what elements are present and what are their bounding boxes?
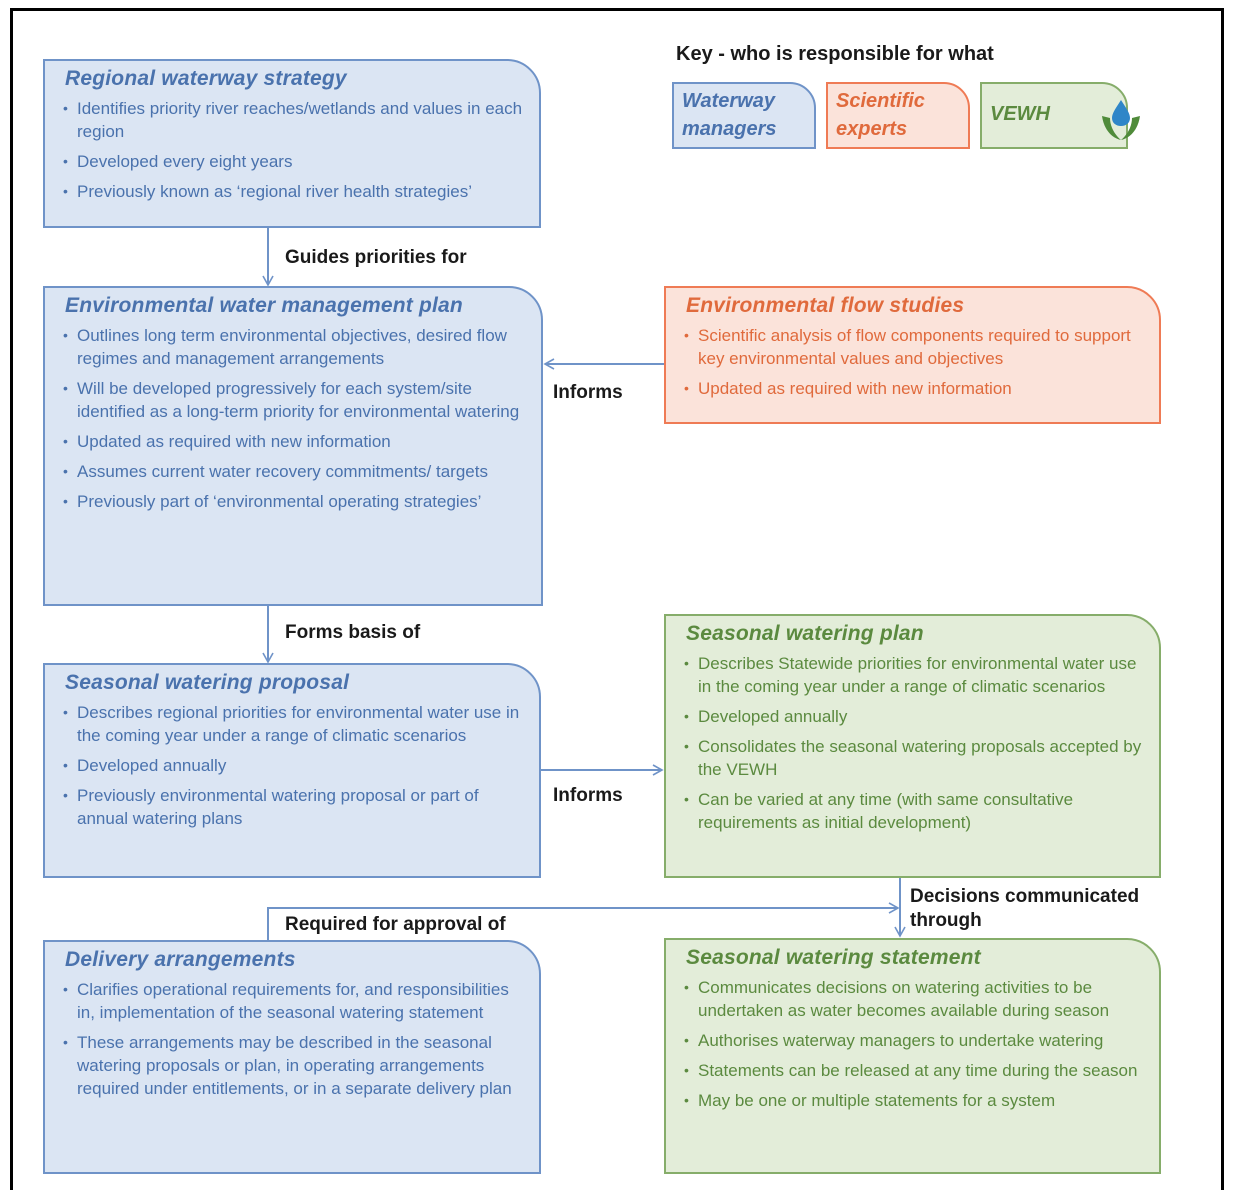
box-title: Delivery arrangements — [65, 948, 296, 971]
list-item: Scientific analysis of flow components r… — [684, 324, 1145, 370]
bullet-list: Scientific analysis of flow components r… — [684, 324, 1145, 400]
list-item: Identifies priority river reaches/wetlan… — [63, 97, 525, 143]
box-delivery-arrangements: Delivery arrangements Clarifies operatio… — [43, 940, 541, 1174]
box-title: Seasonal watering plan — [686, 622, 924, 645]
diagram-frame — [10, 8, 1224, 1190]
arrow-required-approval — [267, 902, 900, 940]
list-item: Outlines long term environmental objecti… — [63, 324, 527, 370]
box-title: Environmental water management plan — [65, 294, 463, 317]
bullet-list: Communicates decisions on watering activ… — [684, 976, 1145, 1112]
bullet-list: Clarifies operational requirements for, … — [63, 978, 525, 1100]
list-item: Updated as required with new information — [63, 430, 527, 453]
box-environmental-flow-studies: Environmental flow studies Scientific an… — [664, 286, 1161, 424]
vewh-logo-icon — [1102, 100, 1140, 140]
connector-label-guides: Guides priorities for — [285, 247, 467, 268]
list-item: Will be developed progressively for each… — [63, 377, 527, 423]
box-seasonal-watering-proposal: Seasonal watering proposal Describes reg… — [43, 663, 541, 878]
list-item: Describes Statewide priorities for envir… — [684, 652, 1145, 698]
list-item: Previously part of ‘environmental operat… — [63, 490, 527, 513]
list-item: Previously known as ‘regional river heal… — [63, 180, 525, 203]
list-item: Consolidates the seasonal watering propo… — [684, 735, 1145, 781]
connector-label-informs-flow: Informs — [553, 382, 623, 403]
bullet-list: Identifies priority river reaches/wetlan… — [63, 97, 525, 203]
key-waterway-managers: Waterway managers — [672, 82, 816, 149]
box-title: Seasonal watering proposal — [65, 671, 350, 694]
key-vewh: VEWH — [980, 82, 1128, 149]
list-item: Developed annually — [63, 754, 525, 777]
list-item: Updated as required with new information — [684, 377, 1145, 400]
list-item: Authorises waterway managers to undertak… — [684, 1029, 1145, 1052]
list-item: Clarifies operational requirements for, … — [63, 978, 525, 1024]
list-item: Previously environmental watering propos… — [63, 784, 525, 830]
box-title: Seasonal watering statement — [686, 946, 981, 969]
box-regional-waterway-strategy: Regional waterway strategy Identifies pr… — [43, 59, 541, 228]
box-title: Regional waterway strategy — [65, 67, 347, 90]
list-item: Developed annually — [684, 705, 1145, 728]
box-seasonal-watering-statement: Seasonal watering statement Communicates… — [664, 938, 1161, 1174]
connector-label-required-approval: Required for approval of — [283, 913, 508, 937]
list-item: Communicates decisions on watering activ… — [684, 976, 1145, 1022]
key-waterway-label: Waterway managers — [682, 90, 777, 140]
list-item: These arrangements may be described in t… — [63, 1031, 525, 1100]
list-item: May be one or multiple statements for a … — [684, 1089, 1145, 1112]
bullet-list: Outlines long term environmental objecti… — [63, 324, 527, 513]
bullet-list: Describes Statewide priorities for envir… — [684, 652, 1145, 834]
box-title: Environmental flow studies — [686, 294, 965, 317]
bullet-list: Describes regional priorities for enviro… — [63, 701, 525, 830]
connector-label-informs-plan: Informs — [553, 785, 623, 806]
connector-label-forms-basis: Forms basis of — [285, 622, 421, 643]
list-item: Can be varied at any time (with same con… — [684, 788, 1145, 834]
list-item: Developed every eight years — [63, 150, 525, 173]
list-item: Describes regional priorities for enviro… — [63, 701, 525, 747]
box-environmental-water-management-plan: Environmental water management plan Outl… — [43, 286, 543, 606]
key-scientific-label: Scientific experts — [836, 90, 925, 140]
list-item: Assumes current water recovery commitmen… — [63, 460, 527, 483]
key-title: Key - who is responsible for what — [676, 43, 994, 65]
connector-label-decisions: Decisions communicated through — [910, 886, 1140, 931]
list-item: Statements can be released at any time d… — [684, 1059, 1145, 1082]
key-vewh-label: VEWH — [990, 103, 1050, 125]
box-seasonal-watering-plan: Seasonal watering plan Describes Statewi… — [664, 614, 1161, 878]
key-scientific-experts: Scientific experts — [826, 82, 970, 149]
